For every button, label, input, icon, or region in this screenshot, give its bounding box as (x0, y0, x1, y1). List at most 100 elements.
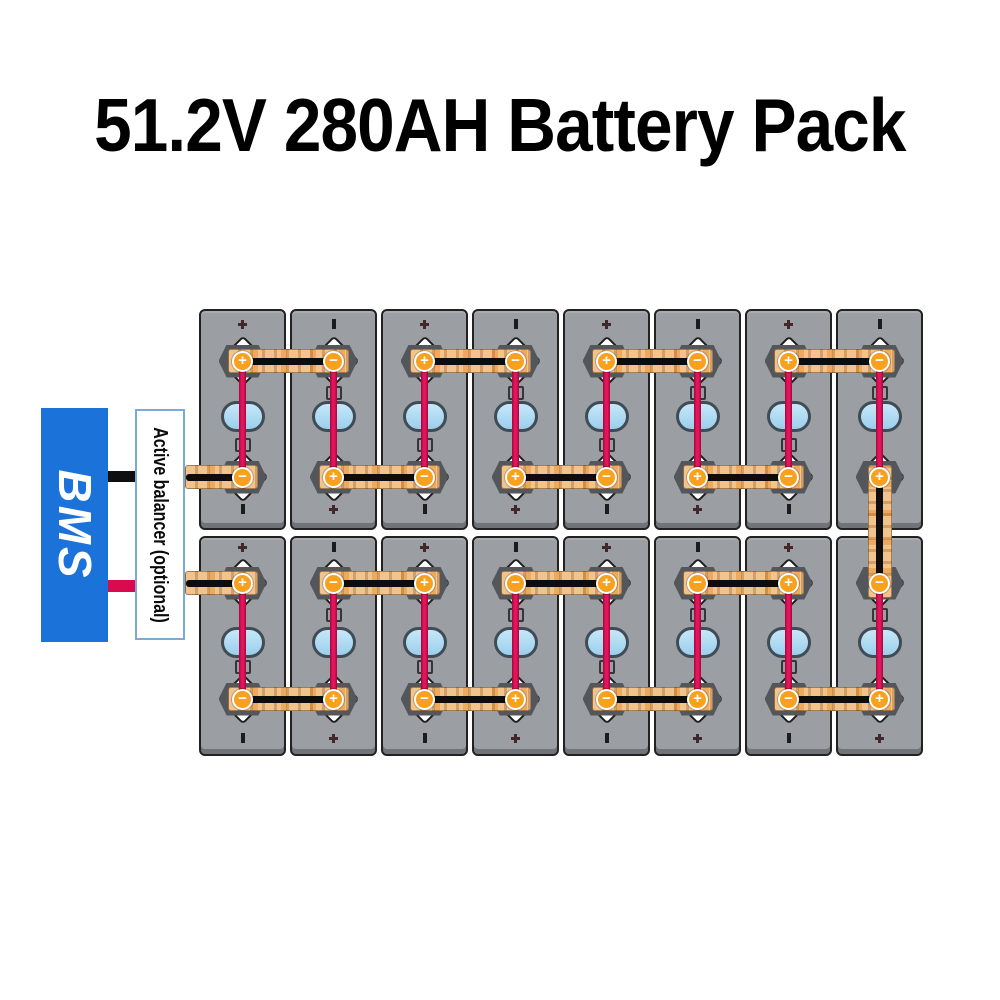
series-current-wire (694, 361, 701, 477)
polarity-marker-negative (513, 542, 518, 552)
busbar-vertical (867, 465, 892, 598)
series-current-wire (876, 361, 883, 477)
polarity-marker-negative (240, 504, 245, 514)
terminal-cap-positive: + (505, 688, 526, 710)
series-current-wire (330, 583, 337, 699)
bms-negative-wire (108, 471, 136, 482)
series-current-wire (512, 583, 519, 699)
busbar (227, 349, 349, 373)
terminal-cap-positive: + (414, 572, 435, 594)
busbar (409, 687, 531, 711)
terminal-cap-positive: + (778, 350, 799, 372)
polarity-marker-positive (784, 542, 793, 552)
polarity-marker-negative (331, 319, 336, 329)
terminal-cap-negative: − (778, 466, 799, 488)
terminal-cap-negative: − (232, 688, 253, 710)
busbar (318, 571, 440, 595)
polarity-marker-positive (238, 542, 247, 552)
terminal-cap-positive: + (869, 688, 890, 710)
polarity-marker-positive (693, 733, 702, 743)
busbar (500, 465, 622, 489)
polarity-marker-positive (329, 733, 338, 743)
terminal-cap-positive: + (596, 572, 617, 594)
busbar (773, 687, 895, 711)
terminal-cap-positive: + (323, 688, 344, 710)
terminal-cap-negative: − (596, 466, 617, 488)
busbar (409, 349, 531, 373)
terminal-cap-negative: − (505, 350, 526, 372)
polarity-marker-negative (331, 542, 336, 552)
terminal-cap-negative: − (505, 572, 526, 594)
polarity-marker-negative (877, 319, 882, 329)
terminal-cap-negative: − (414, 688, 435, 710)
series-current-wire (603, 583, 610, 699)
polarity-marker-negative (604, 733, 609, 743)
active-balancer-box: Active balancer (optional) (135, 409, 185, 640)
polarity-marker-positive (511, 504, 520, 514)
bms-positive-wire (108, 580, 136, 592)
series-current-wire (421, 361, 428, 477)
bms-box: BMS (41, 408, 108, 642)
terminal-cap-negative: − (323, 572, 344, 594)
busbar (591, 349, 713, 373)
series-current-wire (421, 583, 428, 699)
series-current-wire (603, 361, 610, 477)
terminal-cap-negative: − (414, 466, 435, 488)
polarity-marker-negative (695, 319, 700, 329)
polarity-marker-negative (240, 733, 245, 743)
series-current-wire (694, 583, 701, 699)
terminal-cap-positive: + (687, 688, 708, 710)
busbar (227, 687, 349, 711)
terminal-cap-positive: + (505, 466, 526, 488)
polarity-marker-negative (786, 504, 791, 514)
terminal-cap-positive: + (323, 466, 344, 488)
active-balancer-label: Active balancer (optional) (149, 426, 171, 623)
busbar (682, 465, 804, 489)
terminal-cap-positive: + (414, 350, 435, 372)
terminal-cap-negative: − (687, 572, 708, 594)
terminal-cap-positive: + (596, 350, 617, 372)
polarity-marker-negative (513, 319, 518, 329)
terminal-cap-negative: − (323, 350, 344, 372)
polarity-marker-positive (875, 733, 884, 743)
polarity-marker-positive (602, 319, 611, 329)
polarity-marker-positive (420, 542, 429, 552)
terminal-cap-negative: − (869, 572, 890, 594)
polarity-marker-positive (329, 504, 338, 514)
polarity-marker-negative (786, 733, 791, 743)
terminal-cap-positive: + (778, 572, 799, 594)
polarity-marker-positive (602, 542, 611, 552)
busbar (682, 571, 804, 595)
terminal-cap-positive: + (687, 466, 708, 488)
series-current-wire (785, 361, 792, 477)
page-title: 51.2V 280AH Battery Pack (0, 88, 1000, 163)
polarity-marker-positive (511, 733, 520, 743)
polarity-marker-negative (604, 504, 609, 514)
terminal-cap-positive: + (869, 466, 890, 488)
terminal-cap-positive: + (232, 350, 253, 372)
busbar (318, 465, 440, 489)
series-current-wire (239, 361, 246, 477)
series-current-wire (512, 361, 519, 477)
terminal-cap-negative: − (778, 688, 799, 710)
series-current-wire (330, 361, 337, 477)
polarity-marker-positive (420, 319, 429, 329)
busbar (773, 349, 895, 373)
terminal-cap-positive: + (232, 572, 253, 594)
bms-label: BMS (48, 469, 101, 581)
polarity-marker-positive (238, 319, 247, 329)
polarity-marker-positive (784, 319, 793, 329)
page-title-text: 51.2V 280AH Battery Pack (94, 83, 906, 167)
polarity-marker-positive (693, 504, 702, 514)
series-current-wire (876, 583, 883, 699)
polarity-marker-negative (422, 733, 427, 743)
polarity-marker-negative (422, 504, 427, 514)
busbar (500, 571, 622, 595)
terminal-cap-negative: − (869, 350, 890, 372)
terminal-cap-negative: − (687, 350, 708, 372)
series-current-wire (239, 583, 246, 699)
terminal-cap-negative: − (596, 688, 617, 710)
series-current-wire (785, 583, 792, 699)
busbar (591, 687, 713, 711)
